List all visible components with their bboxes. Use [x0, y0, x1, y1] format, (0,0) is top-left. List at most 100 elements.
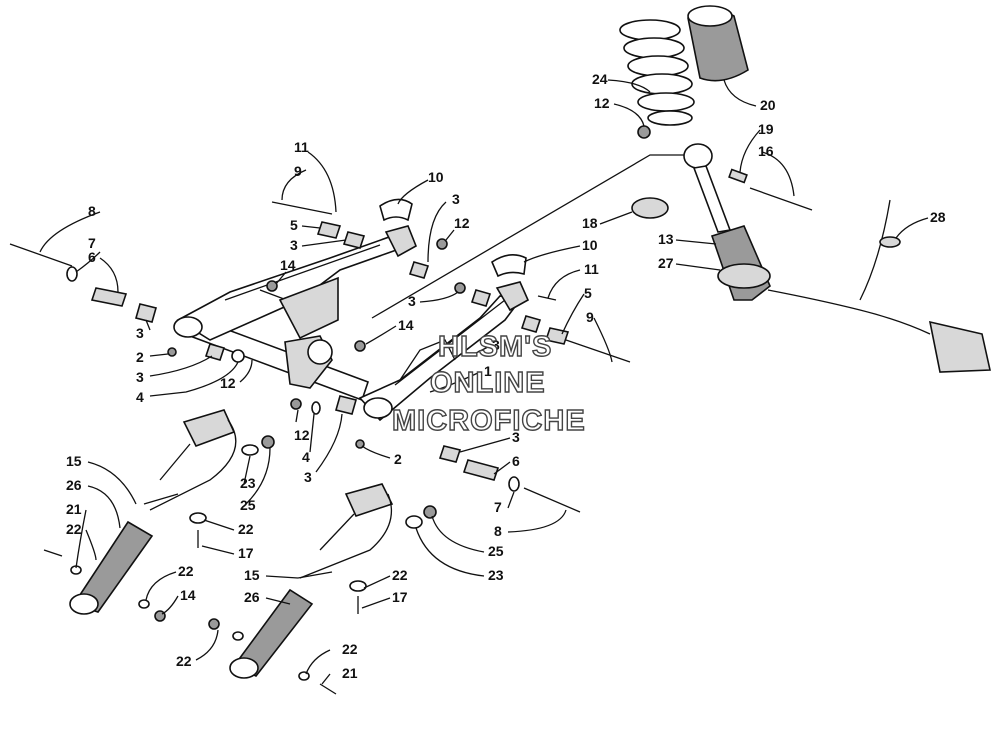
- callout-16: 16: [758, 143, 774, 159]
- bushing-19: [728, 168, 748, 184]
- parts-layer: [9, 5, 991, 695]
- callout-23: 23: [240, 475, 256, 491]
- spring-24: [619, 19, 695, 126]
- callout-2: 2: [394, 451, 402, 467]
- adjuster-cable-28: [859, 199, 891, 301]
- reservoir-canister: [928, 320, 991, 373]
- callout-25: 25: [240, 497, 256, 513]
- callout-12: 12: [594, 95, 610, 111]
- bushing-3-mid: [408, 261, 430, 279]
- callout-9: 9: [294, 163, 302, 179]
- washer-23-left: [241, 444, 259, 456]
- bushing-3-top: [342, 231, 366, 249]
- bolt-9-right: [565, 339, 631, 363]
- nut-14-right-low: [208, 618, 220, 630]
- callout-14: 14: [180, 587, 196, 603]
- bolt-8-left: [9, 243, 73, 267]
- callout-17: 17: [238, 545, 254, 561]
- callout-2: 2: [136, 349, 144, 365]
- callout-5: 5: [290, 217, 298, 233]
- leader-lines: [39, 79, 929, 685]
- callout-22: 22: [176, 653, 192, 669]
- footrest-bracket-right: [344, 483, 394, 517]
- assembly-leader-line: [371, 154, 693, 319]
- bushing-3-left-b: [204, 343, 226, 361]
- washer-22-right: [349, 580, 367, 592]
- callout-4: 4: [302, 449, 310, 465]
- callout-12: 12: [454, 215, 470, 231]
- bolt-16: [749, 187, 813, 211]
- footrest-bracket-left: [182, 409, 236, 447]
- washer-22-right-c: [298, 671, 310, 681]
- cap-10-right: [491, 254, 527, 278]
- washer-4-lower: [311, 401, 321, 415]
- callout-23: 23: [488, 567, 504, 583]
- bushing-3-right-b: [520, 315, 542, 333]
- callout-28: 28: [930, 209, 946, 225]
- callout-3: 3: [304, 469, 312, 485]
- washer-22-right-b: [232, 631, 244, 641]
- callout-4: 4: [136, 389, 144, 405]
- callout-12: 12: [294, 427, 310, 443]
- callout-9: 9: [586, 309, 594, 325]
- bolt-8-right: [523, 487, 581, 513]
- callout-11: 11: [584, 261, 599, 277]
- watermark: HLSM'S ONLINE MICROFICHE: [391, 330, 586, 437]
- nut-25-left: [261, 435, 275, 449]
- callout-22: 22: [342, 641, 358, 657]
- spring-seat-18: [631, 197, 669, 219]
- sleeve-6-left: [90, 287, 128, 307]
- reservoir-hose: [767, 289, 931, 335]
- bushing-3-far: [438, 445, 462, 463]
- nut-25-right: [423, 505, 437, 519]
- callout-20: 20: [760, 97, 776, 113]
- shock-body-13: [710, 225, 771, 301]
- nut-12-left: [231, 349, 245, 363]
- watermark-line-2: ONLINE: [430, 367, 546, 399]
- callout-22: 22: [392, 567, 408, 583]
- callout-15: 15: [244, 567, 260, 583]
- washer-7-left: [66, 266, 78, 282]
- nut-12-shock: [637, 125, 651, 139]
- callout-24: 24: [592, 71, 608, 87]
- callout-3: 3: [492, 337, 500, 353]
- callout-13: 13: [658, 231, 674, 247]
- bushing-3-right: [470, 289, 492, 307]
- callout-17: 17: [392, 589, 408, 605]
- nut-12-right: [454, 282, 466, 294]
- callout-26: 26: [244, 589, 260, 605]
- washer-22-left: [189, 512, 207, 524]
- rear-arm-top-block: [495, 281, 530, 312]
- callout-12: 12: [220, 375, 236, 391]
- nut-14-top: [266, 280, 278, 292]
- callout-22: 22: [238, 521, 254, 537]
- front-arm-top-block: [384, 225, 418, 258]
- shock-eyelet-top: [683, 143, 713, 169]
- callout-11: 11: [294, 139, 309, 155]
- callout-numbers: 8 7 6 3 2 3 4 12 11 9 5 3 14 10 3 12 10 …: [66, 71, 946, 681]
- cap-10-left: [379, 198, 413, 222]
- callout-21: 21: [342, 665, 358, 681]
- nut-14-mid: [354, 340, 366, 352]
- bushing-3-left-a: [135, 303, 157, 323]
- bushing-5-top: [316, 221, 342, 239]
- callout-14: 14: [398, 317, 414, 333]
- callout-21: 21: [66, 501, 82, 517]
- callout-3: 3: [136, 325, 144, 341]
- callout-27: 27: [658, 255, 674, 271]
- bushing-3-lower: [335, 395, 357, 415]
- washer-7-right: [508, 476, 520, 492]
- mount-bracket-front: [278, 276, 339, 340]
- callout-3: 3: [290, 237, 298, 253]
- callout-6: 6: [88, 249, 96, 265]
- washer-23-right: [405, 515, 423, 529]
- callout-10: 10: [582, 237, 598, 253]
- bolt-21-left: [43, 549, 63, 557]
- callout-26: 26: [66, 477, 82, 493]
- grease-fitting-2-left: [167, 347, 177, 357]
- clip-28: [879, 236, 901, 248]
- watermark-line-3: MICROFICHE: [392, 405, 586, 437]
- callout-14: 14: [280, 257, 296, 273]
